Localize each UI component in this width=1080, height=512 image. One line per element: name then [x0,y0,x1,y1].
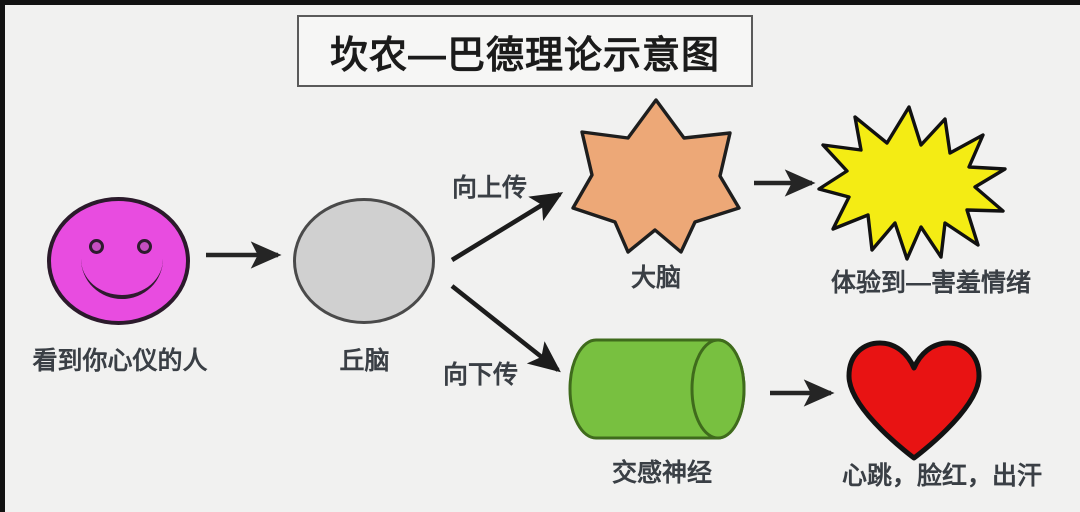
arrow-sympathetic-to-body [770,379,835,407]
arrow-thalamus-to-cortex [450,192,564,262]
emotion-caption: 体验到—害羞情绪 [830,269,1031,297]
stimulus-smiley-face [47,197,190,325]
smiley-left-eye-icon [89,239,104,254]
left-edge-bar [0,0,5,512]
body-heart-icon [846,340,982,461]
top-edge-bar [0,0,1080,5]
smiley-mouth-icon [81,259,163,299]
edge-label-upward: 向上传 [452,174,528,202]
stimulus-caption: 看到你心仪的人 [32,347,208,375]
cortex-seven-point-star-icon [571,98,741,254]
title-box: 坎农—巴德理论示意图 [297,15,753,87]
thalamus-caption: 丘脑 [339,347,390,375]
edge-label-downward: 向下传 [443,361,519,389]
body-caption: 心跳，脸红，出汗 [841,462,1042,490]
cortex-caption: 大脑 [630,264,681,292]
arrow-thalamus-to-sympathetic [450,284,561,373]
smiley-face-icon [47,197,190,325]
emotion-explosion-burst-icon [817,105,1007,261]
arrow-stimulus-to-thalamus [206,241,282,269]
thalamus-ellipse-icon [293,198,435,324]
arrow-cortex-to-emotion [754,169,816,197]
page-title: 坎农—巴德理论示意图 [329,34,720,77]
sympathetic-cylinder-icon [568,338,746,440]
sympathetic-caption: 交感神经 [611,459,712,487]
smiley-right-eye-icon [137,239,152,254]
